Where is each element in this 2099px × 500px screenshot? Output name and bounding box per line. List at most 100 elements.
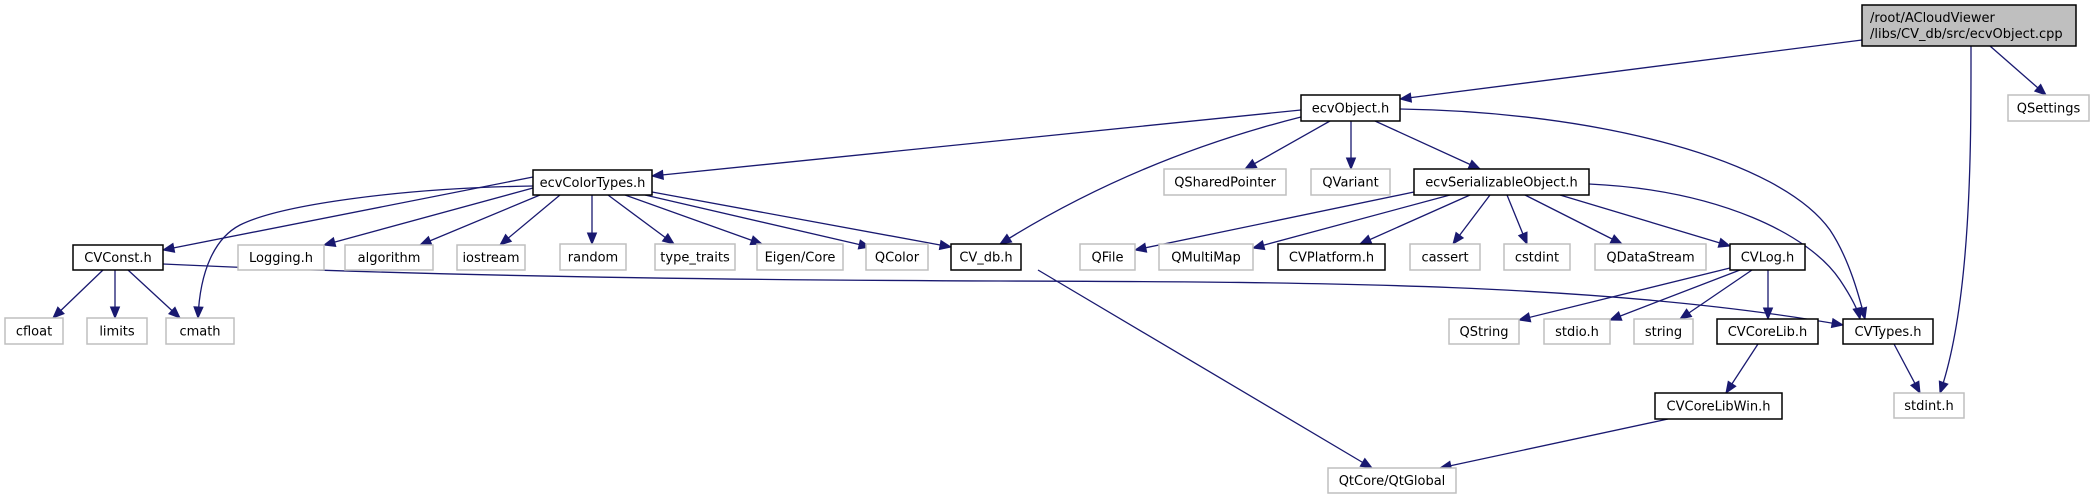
arrowhead-icon <box>661 232 676 245</box>
node-label: stdio.h <box>1555 325 1599 340</box>
node-label: QMultiMap <box>1171 251 1240 266</box>
edge-ecvColorTypes_h-to-Eigen_Core <box>624 194 764 246</box>
node-box[interactable] <box>1729 243 1806 271</box>
node-ecvserializableobject-h[interactable]: ecvSerializableObject.h <box>1413 168 1590 196</box>
node-label: QtCore/QtGlobal <box>1339 474 1446 489</box>
edge-line <box>1939 45 1972 394</box>
node-box[interactable] <box>1654 392 1783 420</box>
arrowhead-icon <box>322 236 337 248</box>
edge-line <box>127 269 181 319</box>
node-label: cfloat <box>16 325 52 340</box>
node-label: QString <box>1459 325 1508 340</box>
arrowhead-icon <box>1251 239 1266 251</box>
node-box <box>1327 467 1457 494</box>
edge-ecvObject_h-to-QVariant <box>1345 121 1357 171</box>
node-cfloat: cfloat <box>4 317 64 345</box>
arrowhead-icon <box>1452 231 1465 246</box>
node-box[interactable] <box>72 244 164 271</box>
node-label: limits <box>99 325 135 340</box>
edge-line <box>1399 39 1863 100</box>
edge-line <box>1439 418 1669 469</box>
arrowhead-icon <box>418 235 433 246</box>
node-cvlog-h[interactable]: CVLog.h <box>1729 243 1806 271</box>
edge-line <box>1518 267 1731 321</box>
node-box <box>2007 94 2090 122</box>
node-box <box>1893 392 1965 419</box>
node-box <box>1310 168 1391 196</box>
node-box <box>4 317 64 345</box>
edge-line <box>52 269 104 319</box>
node-box <box>1163 168 1287 196</box>
edge-ecvColorTypes_h-to-algorithm <box>418 194 541 246</box>
node-ecvcolortypes-h[interactable]: ecvColorTypes.h <box>532 169 653 196</box>
node-qsharedpointer: QSharedPointer <box>1163 168 1287 196</box>
node-box <box>1448 318 1520 345</box>
node-cvcorelibwin-h[interactable]: CVCoreLibWin.h <box>1654 392 1783 420</box>
node-eigen-core: Eigen/Core <box>756 243 844 271</box>
edge-ecvColorTypes_h-to-random <box>586 195 598 246</box>
edge-CVTypes_h-to-stdint_h <box>1893 343 1921 395</box>
edge-ecvSerializableObject_h-to-CVLog_h <box>1559 194 1732 248</box>
arrowhead-icon <box>1938 380 1949 395</box>
node-qtcore-qtglobal: QtCore/QtGlobal <box>1327 467 1457 494</box>
node-limits: limits <box>86 317 148 345</box>
edge-ecvObject_h-to-CV_db_h <box>998 116 1302 245</box>
node-cvtypes-h[interactable]: CVTypes.h <box>1842 318 1934 345</box>
node-box[interactable] <box>1842 318 1934 345</box>
node-box <box>865 243 929 271</box>
edge-line <box>1588 183 1861 320</box>
arrowhead-icon <box>1358 234 1373 245</box>
node-label: random <box>568 251 618 266</box>
node-box[interactable] <box>1861 4 2077 47</box>
node-root[interactable]: /root/ACloudViewer/libs/CV_db/src/ecvObj… <box>1861 4 2077 47</box>
edge-line <box>1399 108 1866 320</box>
edge-ecvSerializableObject_h-to-cstdint <box>1506 194 1528 246</box>
node-string: string <box>1633 318 1694 345</box>
node-box <box>1633 318 1694 345</box>
node-box[interactable] <box>532 169 653 196</box>
node-box <box>86 317 148 345</box>
node-qmultimap: QMultiMap <box>1158 243 1254 271</box>
arrowhead-icon <box>586 232 598 246</box>
node-box[interactable] <box>1413 168 1590 196</box>
node-label: CVLog.h <box>1741 251 1795 266</box>
edge-line <box>607 194 675 245</box>
node-label: cassert <box>1421 251 1468 266</box>
node-label: ecvSerializableObject.h <box>1425 176 1578 191</box>
arrowhead-icon <box>2033 83 2047 96</box>
edge-line <box>651 191 952 248</box>
node-cv-db-h[interactable]: CV_db.h <box>950 243 1022 271</box>
arrowhead-icon <box>1359 457 1374 469</box>
node-label: Eigen/Core <box>765 251 836 266</box>
edge-ecvColorTypes_h-to-CV_db_h <box>651 191 953 251</box>
node-label: QVariant <box>1322 176 1378 191</box>
node-ecvobject-h[interactable]: ecvObject.h <box>1300 94 1401 122</box>
node-label: QSettings <box>2017 102 2081 117</box>
node-qsettings: QSettings <box>2007 94 2090 122</box>
arrowhead-icon <box>1608 310 1623 321</box>
edge-line <box>1524 194 1623 245</box>
node-cvplatform-h[interactable]: CVPlatform.h <box>1277 243 1386 271</box>
edge-CVConst_h-to-CVTypes_h <box>162 263 1845 329</box>
node-label: type_traits <box>660 251 730 266</box>
node-box[interactable] <box>1277 243 1386 271</box>
node-box[interactable] <box>950 243 1022 271</box>
node-label: Logging.h <box>249 251 313 266</box>
arrowhead-icon <box>1345 157 1357 171</box>
edge-line <box>1037 269 1373 469</box>
node-qstring: QString <box>1448 318 1520 345</box>
node-label: CVTypes.h <box>1855 325 1922 340</box>
edge-ecvColorTypes_h-to-cmath <box>193 185 534 320</box>
edge-CV_db_h-to-QtCore_QtGlobal <box>1037 269 1374 469</box>
edge-line <box>162 263 1844 326</box>
node-cvconst-h[interactable]: CVConst.h <box>72 244 164 271</box>
node-box[interactable] <box>1716 318 1819 345</box>
edge-line <box>999 116 1302 245</box>
edge-CVConst_h-to-cfloat <box>52 269 104 319</box>
edge-line <box>1134 191 1415 251</box>
arrowhead-icon <box>1243 158 1258 170</box>
node-cvcorelib-h[interactable]: CVCoreLib.h <box>1716 318 1819 345</box>
node-box[interactable] <box>1300 94 1401 122</box>
arrowhead-icon <box>193 306 204 320</box>
arrowhead-icon <box>1852 306 1863 321</box>
